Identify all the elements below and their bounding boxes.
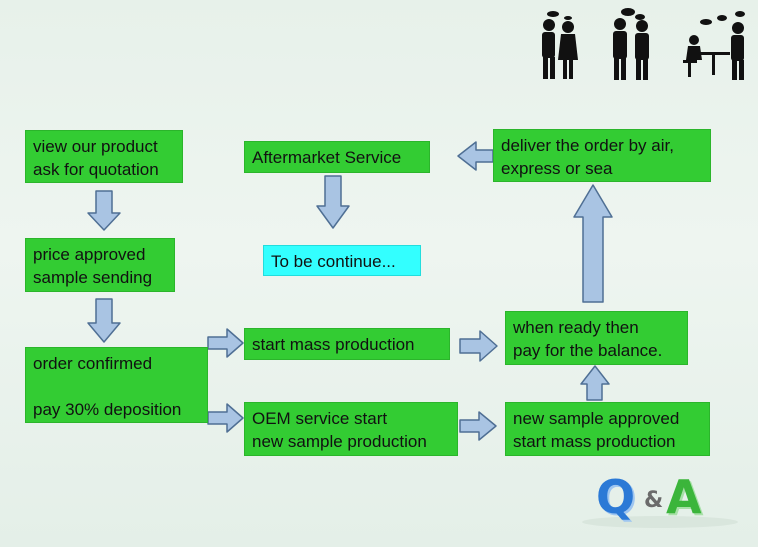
node-text: start mass production (513, 432, 676, 451)
arrow-left-1 (457, 141, 494, 171)
logo-letter-q: Q (596, 470, 636, 524)
node-text: ask for quotation (33, 160, 159, 179)
arrow-down-3 (316, 175, 350, 229)
node-text: To be continue... (271, 252, 396, 271)
node-price-sample: price approved sample sending (25, 238, 175, 292)
node-text: view our product (33, 137, 158, 156)
logo-ampersand: & (644, 488, 664, 513)
node-text: sample sending (33, 268, 153, 287)
node-text: express or sea (501, 159, 613, 178)
node-text: pay for the balance. (513, 341, 663, 360)
node-order-confirmed: order confirmed pay 30% deposition (25, 347, 208, 423)
arrow-down-1 (87, 190, 121, 231)
node-text: order confirmed (33, 354, 153, 373)
node-view-quote: view our product ask for quotation (25, 130, 183, 183)
arrow-right-2 (207, 403, 244, 433)
arrow-right-3 (459, 330, 498, 362)
node-oem-service: OEM service start new sample production (244, 402, 458, 456)
node-text: Aftermarket Service (252, 148, 402, 167)
node-text: price approved (33, 245, 146, 264)
business-people-icon (542, 8, 745, 80)
node-new-sample-approved: new sample approved start mass productio… (505, 402, 710, 456)
arrow-down-2 (87, 298, 121, 343)
qa-logo: Q & A (580, 470, 740, 530)
node-text (33, 375, 200, 398)
logo-letter-a: A (666, 470, 702, 524)
arrow-right-1 (207, 328, 244, 358)
node-mass-production: start mass production (244, 328, 450, 360)
arrow-up-2 (573, 184, 613, 303)
node-text: when ready then (513, 318, 639, 337)
node-text: start mass production (252, 335, 415, 354)
node-text: new sample approved (513, 409, 680, 428)
node-text: new sample production (252, 432, 427, 451)
node-deliver: deliver the order by air, express or sea (493, 129, 711, 182)
arrow-right-4 (459, 411, 497, 441)
node-text: pay 30% deposition (33, 400, 182, 419)
logo-swoosh (582, 516, 738, 528)
node-ready-pay: when ready then pay for the balance. (505, 311, 688, 365)
node-aftermarket: Aftermarket Service (244, 141, 430, 173)
node-to-be-continue: To be continue... (263, 245, 421, 276)
arrow-up-1 (580, 365, 610, 401)
node-text: OEM service start (252, 409, 388, 428)
node-text: deliver the order by air, (501, 136, 674, 155)
